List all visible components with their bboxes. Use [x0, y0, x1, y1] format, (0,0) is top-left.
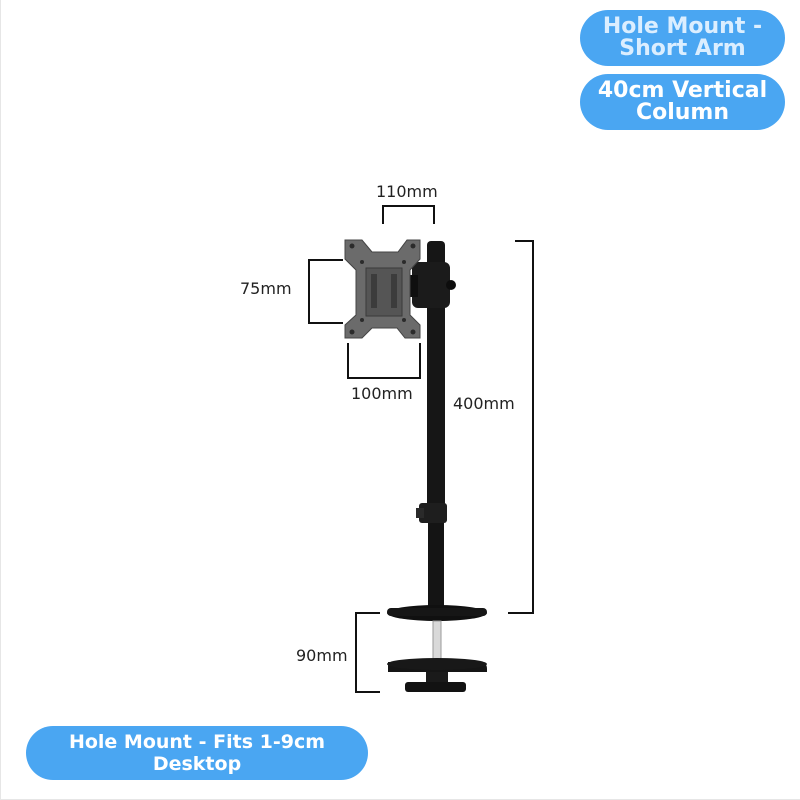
- badge-vertical-column: 40cm Vertical Column: [580, 74, 785, 130]
- bracket-110mm: [382, 205, 435, 224]
- dimension-lines: [308, 205, 534, 693]
- dimension-label-100mm: 100mm: [351, 384, 413, 403]
- badge-hole-mount-short-arm: Hole Mount - Short Arm: [580, 10, 785, 66]
- dimension-label-75mm: 75mm: [240, 279, 292, 298]
- tilt-head: [408, 262, 456, 308]
- vesa-plate: [344, 239, 421, 339]
- desk-clamp: [387, 605, 487, 692]
- bracket-400mm: [508, 240, 534, 614]
- dimension-label-90mm: 90mm: [296, 646, 348, 665]
- bracket-90mm: [355, 612, 380, 693]
- dimension-label-110mm: 110mm: [376, 182, 438, 201]
- bracket-100mm: [347, 343, 421, 379]
- badge-fits-desktop: Hole Mount - Fits 1-9cm Desktop: [26, 726, 368, 780]
- bracket-75mm: [308, 259, 343, 324]
- dimension-label-400mm: 400mm: [453, 394, 515, 413]
